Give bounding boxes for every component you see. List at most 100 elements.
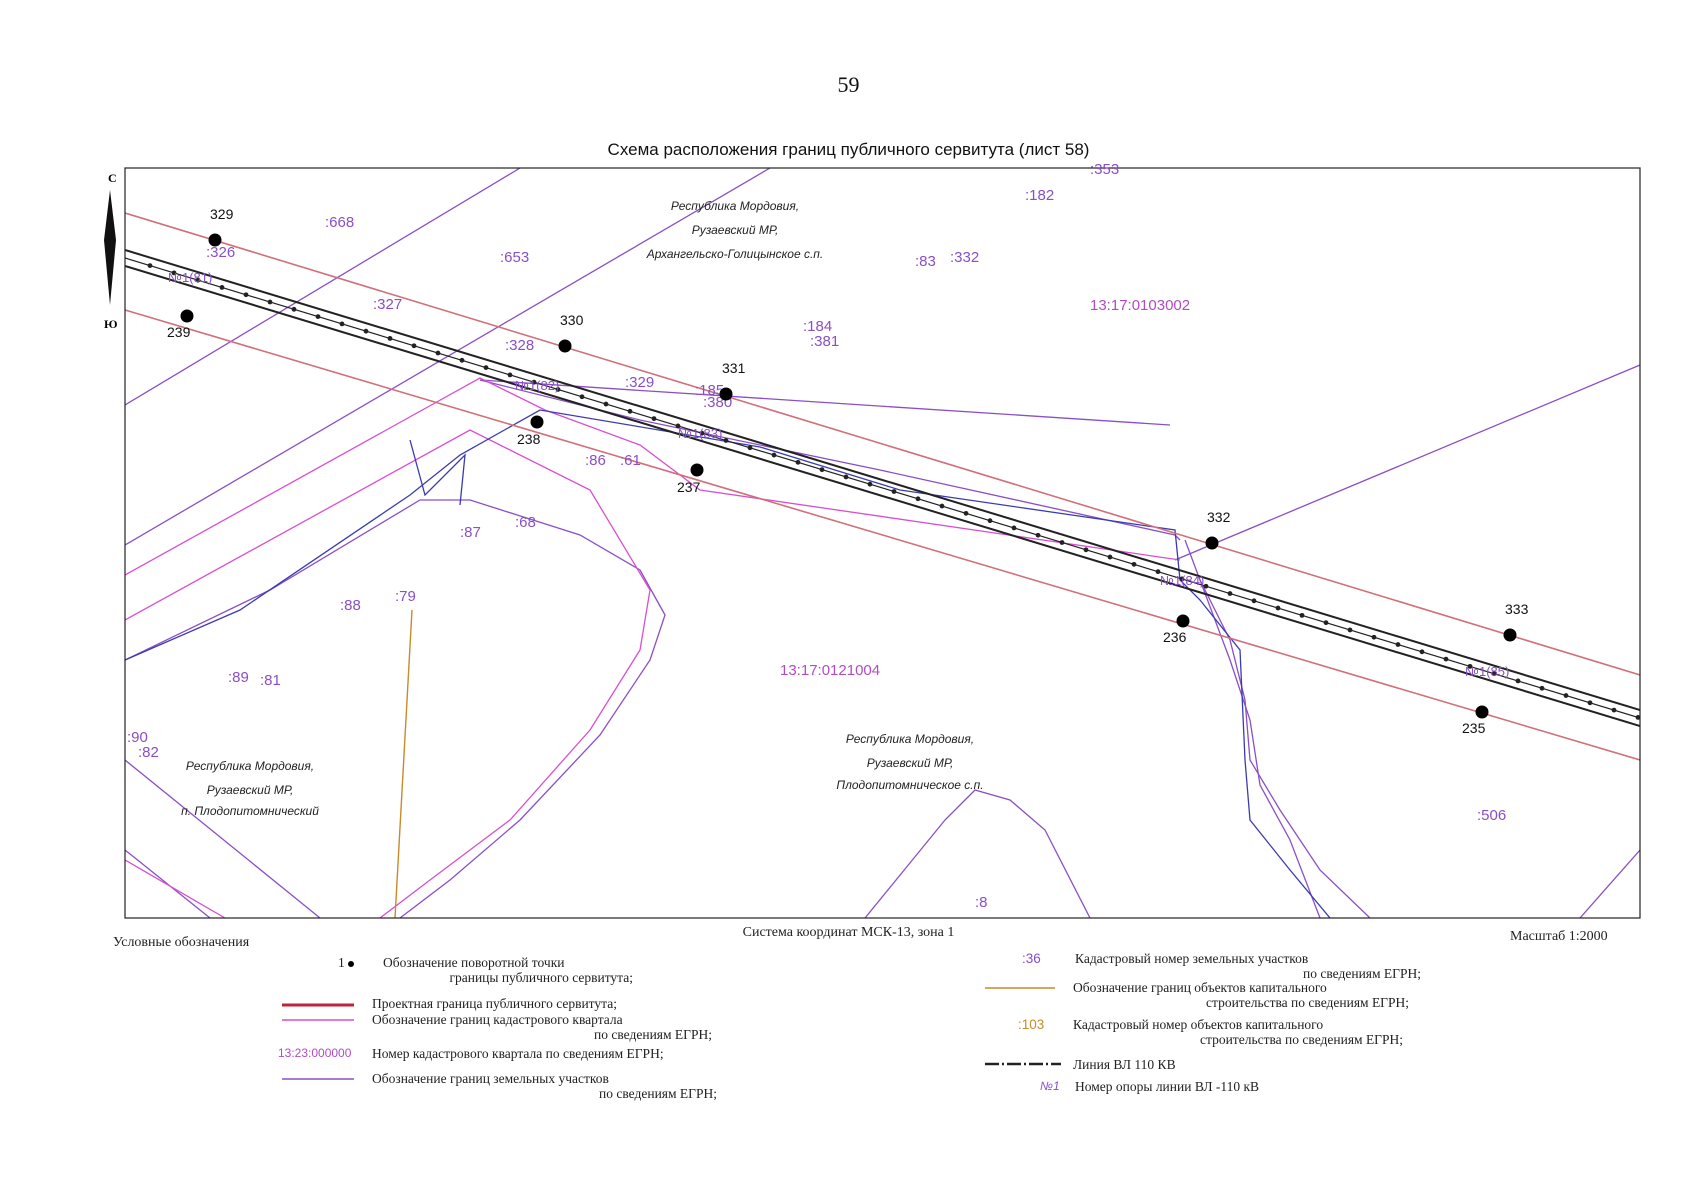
powerline-marker <box>1371 634 1377 640</box>
powerline-marker <box>771 452 777 458</box>
parcel-label: :332 <box>950 249 979 266</box>
powerline-marker <box>1515 678 1521 684</box>
parcel-label: :328 <box>505 337 534 354</box>
powerline-marker <box>171 270 177 276</box>
parcel-label: :668 <box>325 214 354 231</box>
point-label: 236 <box>1163 629 1187 645</box>
powerline-marker <box>267 299 273 305</box>
legend-capital-border: Обозначение границ объектов капитального… <box>1073 980 1409 1010</box>
coordinate-system: Система координат МСК-13, зона 1 <box>742 925 955 940</box>
powerline-marker <box>1635 714 1640 720</box>
parcel-labels: :668 :326 :653 :182 :353 :83 :332 :327 :… <box>127 161 1506 911</box>
parcel-label: :87 <box>460 524 481 541</box>
powerline-marker <box>339 321 345 327</box>
powerline-marker <box>963 510 969 516</box>
powerline-marker <box>747 445 753 451</box>
quarter-label: 13:17:0103002 <box>1090 297 1190 314</box>
legend-powerline: Линия ВЛ 110 КВ <box>1073 1057 1176 1072</box>
quarter-swatch-icon <box>282 1019 354 1021</box>
powerline-marker <box>891 489 897 494</box>
parcel-label: :82 <box>138 744 159 761</box>
page-number: 59 <box>837 72 860 97</box>
parcel-label: :8 <box>975 894 988 911</box>
powerline-marker <box>1107 554 1113 560</box>
turning-point-331[interactable] <box>719 387 733 401</box>
legend-parcel-number-symbol: :36 <box>1022 951 1041 966</box>
powerline-marker <box>1323 620 1329 626</box>
legend-quarter-border: Обозначение границ кадастрового квартала… <box>372 1012 712 1042</box>
powerline-marker <box>555 387 561 392</box>
powerline-marker <box>1035 532 1041 538</box>
powerline-marker <box>651 416 657 422</box>
parcel-label: :89 <box>228 669 249 686</box>
legend-pole-number-symbol: №1 <box>1040 1079 1060 1093</box>
parcel-label: :185 <box>695 382 724 399</box>
powerline-marker <box>1299 612 1305 618</box>
parcel-label: :506 <box>1477 807 1506 824</box>
parcel-boundaries <box>125 168 1640 918</box>
powerline-marker <box>1611 707 1617 713</box>
turning-point-237[interactable] <box>690 463 704 477</box>
powerline-marker <box>1275 605 1281 611</box>
pole-label: №1(85) <box>1465 664 1509 679</box>
point-label: 239 <box>167 324 191 340</box>
powerline-marker <box>531 379 537 385</box>
pole-label: №1(81) <box>168 270 212 285</box>
pole-label: №1(83) <box>678 426 722 441</box>
powerline-marker <box>675 423 681 429</box>
legend-quarter-number: Номер кадастрового квартала по сведениям… <box>372 1046 664 1061</box>
powerline-marker <box>819 467 825 473</box>
map-content <box>125 168 1640 918</box>
parcel-label: :83 <box>915 253 936 270</box>
turning-point-332[interactable] <box>1205 536 1219 550</box>
parcel-label: :353 <box>1090 161 1119 178</box>
parcel-label: :653 <box>500 249 529 266</box>
compass-north: С <box>108 171 117 185</box>
legend-quarter-number-symbol: 13:23:000000 <box>278 1046 352 1060</box>
point-label: 237 <box>677 479 701 495</box>
powerline-marker <box>579 394 585 400</box>
servitude-borders <box>125 212 1640 761</box>
turning-point-239[interactable] <box>180 309 194 323</box>
powerline-marker <box>1011 525 1017 531</box>
quarter-labels: 13:17:0103002 13:17:0121004 <box>780 297 1190 679</box>
parcel-label: :327 <box>373 296 402 313</box>
powerline-marker <box>147 263 153 268</box>
point-label: 329 <box>210 206 234 222</box>
powerline-marker <box>459 357 465 363</box>
legend-turn-point-symbol: 1 <box>338 955 355 970</box>
powerline-marker <box>291 306 297 312</box>
region-label: Республика Мордовия,Рузаевский МР,Плодоп… <box>836 732 983 792</box>
powerline-marker <box>1251 598 1257 604</box>
powerline-marker <box>195 277 201 283</box>
turning-point-329[interactable] <box>208 233 222 247</box>
powerline-marker <box>1491 671 1497 677</box>
turning-point-330[interactable] <box>558 339 572 353</box>
turning-point-236[interactable] <box>1176 614 1190 628</box>
compass: С Ю <box>104 171 118 331</box>
compass-arrow-icon <box>104 190 116 305</box>
blue-contour <box>125 409 1331 918</box>
powerline-marker <box>915 496 921 502</box>
point-label: 238 <box>517 431 541 447</box>
parcel-label: :90 <box>127 729 148 746</box>
region-label: Республика Мордовия,Рузаевский МР,Арханг… <box>646 199 824 261</box>
turning-point-333[interactable] <box>1503 628 1517 642</box>
parcel-label: :326 <box>206 244 235 261</box>
powerline-swatch-icon <box>985 1062 1061 1066</box>
capital-swatch-icon <box>985 987 1055 989</box>
parcel-label: :88 <box>340 597 361 614</box>
turning-point-238[interactable] <box>530 415 544 429</box>
parcel-swatch-icon <box>282 1078 354 1080</box>
powerline-marker <box>1203 583 1209 589</box>
turning-point-235[interactable] <box>1475 705 1489 719</box>
powerline-marker <box>411 343 417 349</box>
powerline-vl110 <box>125 249 1640 727</box>
powerline-marker <box>1395 642 1401 647</box>
parcel-label: :86 <box>585 452 606 469</box>
parcel-label: :61 <box>620 452 641 469</box>
powerline-marker <box>315 314 321 320</box>
